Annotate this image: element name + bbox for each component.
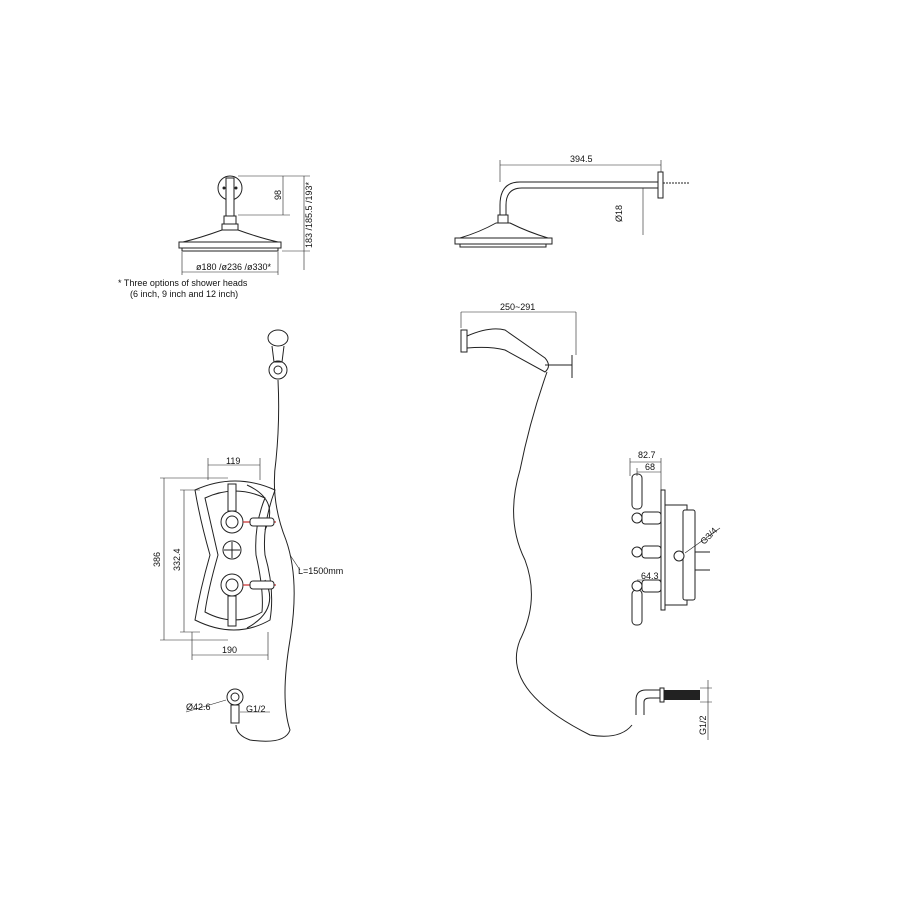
hand-shower-side-view: 250~291 [460, 302, 633, 737]
dim-depth-handle: 68 [645, 462, 655, 472]
dim-total-height: 183 /185.5 /193* [304, 181, 314, 248]
dim-outlet-side-thread: G1/2 [698, 715, 708, 735]
dim-pipe-diameter: Ø18 [614, 205, 624, 222]
valve-front-view: 119 386 332.4 190 [152, 456, 276, 660]
dim-connection: G3/4 [698, 526, 719, 547]
valve-side-view: 82.7 68 64.3 G3/4 [629, 450, 721, 626]
dim-bottom-width: 190 [222, 645, 237, 655]
dim-diameter: ø180 /ø236 /ø330* [196, 262, 272, 272]
dim-arm-height: 98 [273, 190, 283, 200]
note-line-1: * Three options of shower heads [118, 278, 248, 288]
hose-length: L=1500mm [298, 566, 343, 576]
dim-outlet-diameter: Ø42.6 [186, 702, 211, 712]
dim-plate-height: 332.4 [172, 548, 182, 571]
dim-arm-length: 394.5 [570, 154, 593, 164]
dim-top-width: 119 [226, 456, 240, 466]
wall-outlet-front-view: Ø42.6 G1/2 [185, 688, 270, 724]
dim-depth-total: 82.7 [638, 450, 656, 460]
dim-outlet-thread: G1/2 [246, 704, 266, 714]
dim-depth-lower: 64.3 [641, 571, 659, 581]
dim-total-height: 386 [152, 552, 162, 567]
dim-reach: 250~291 [500, 302, 535, 312]
shower-head-side-view: 394.5 Ø18 [454, 154, 690, 248]
shower-head-front-view: 98 183 /185.5 /193* ø180 /ø236 /ø330* * … [118, 175, 314, 299]
hand-shower-front-view: L=1500mm [235, 329, 343, 742]
note-line-2: (6 inch, 9 inch and 12 inch) [130, 289, 238, 299]
wall-outlet-side-view: G1/2 [635, 680, 712, 740]
